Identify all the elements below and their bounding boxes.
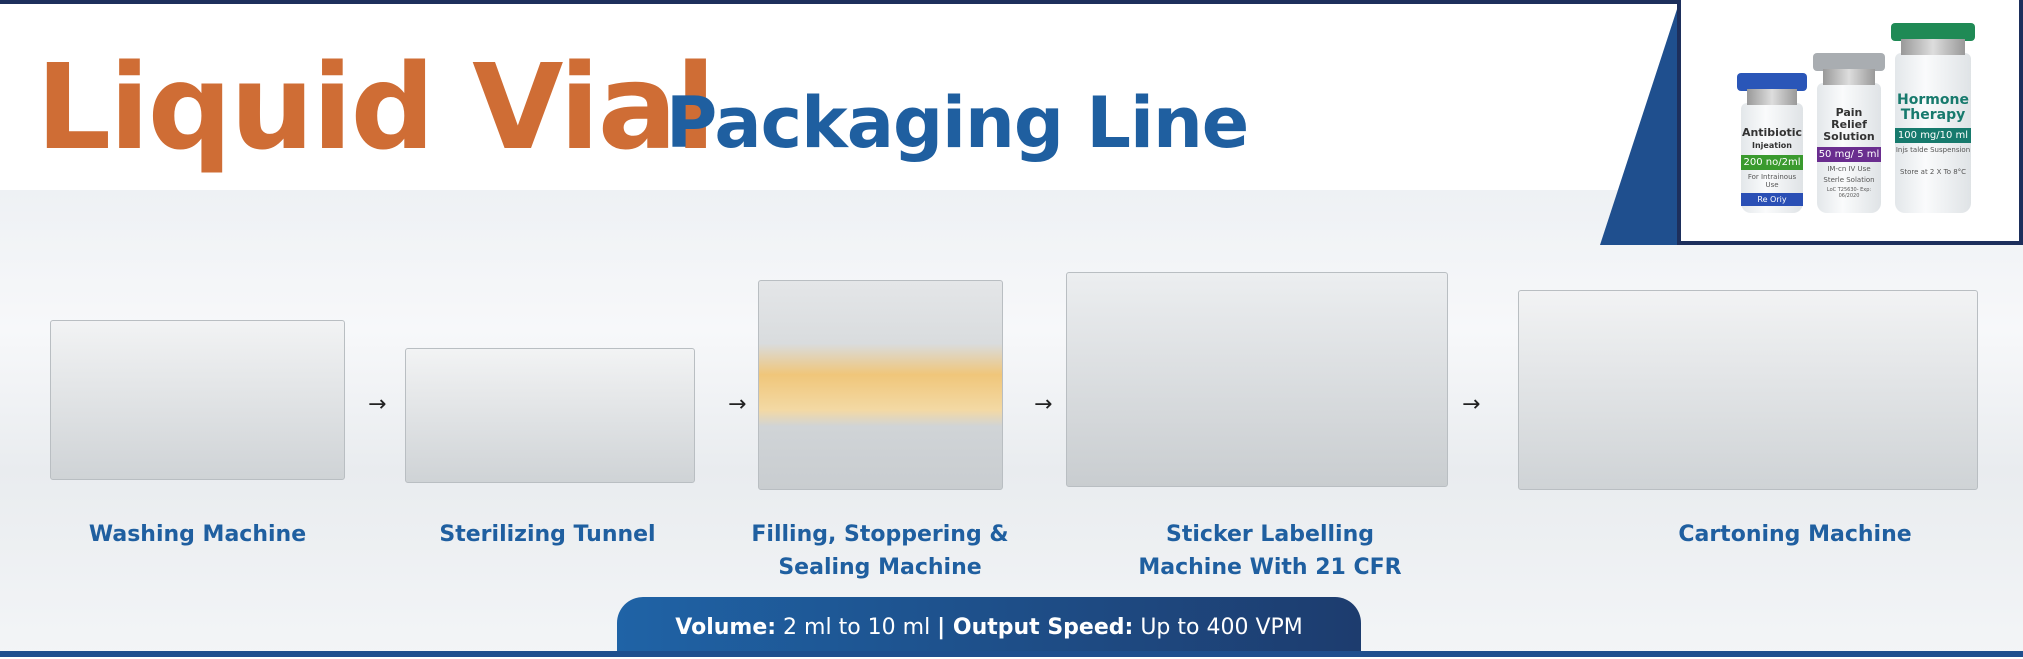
arrow-icon: → [1034,392,1053,417]
inset-accent [1600,0,1680,245]
labelling-machine-image [1066,272,1448,487]
label-washing: Washing Machine [88,522,307,547]
arrow-icon: → [368,392,387,417]
washing-machine-image [50,320,345,480]
label-filling: Filling, Stoppering &Sealing Machine [751,522,1009,580]
spec-banner: Volume: 2 ml to 10 ml | Output Speed: Up… [617,597,1361,657]
arrow-icon: → [1462,392,1481,417]
filling-machine-image [758,280,1003,490]
title-packaging-line: Packaging Line [666,82,1249,164]
sterilizing-tunnel-image [405,348,695,483]
bottom-border [0,651,2023,657]
cartoning-machine-image [1518,290,1978,490]
title-liquid-vial: Liquid Vial [36,38,716,176]
top-border [0,0,2023,4]
arrow-icon: → [728,392,747,417]
label-sterilizing: Sterilizing Tunnel [439,522,656,547]
label-cartoning: Cartoning Machine [1678,522,1912,547]
